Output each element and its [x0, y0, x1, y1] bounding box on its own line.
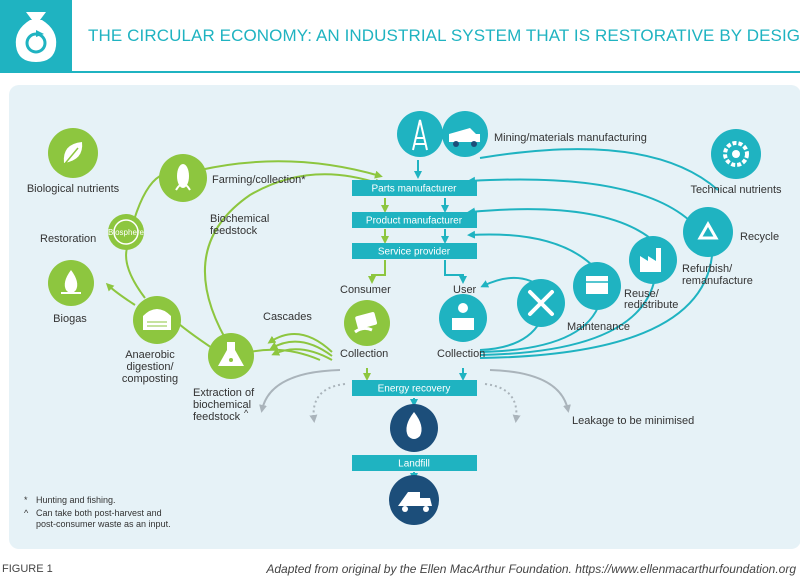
arc-anaerobic-to-biogas	[105, 282, 136, 306]
stage-bars: Parts manufacturer Product manufacturer …	[352, 180, 477, 471]
biological-nutrients-label: Biological nutrients	[27, 183, 120, 195]
factory-icon	[629, 236, 677, 284]
mining-label: Mining/materials manufacturing	[494, 132, 647, 144]
loop-reuse-bottom	[479, 301, 601, 353]
loop-maintenance-bottom	[479, 321, 541, 351]
footnote-1-mark: *	[24, 495, 28, 505]
refurbish-label-2: remanufacture	[682, 275, 753, 287]
refurbish-label-1: Refurbish/	[682, 263, 733, 275]
mining-rig-icon	[397, 111, 443, 157]
leaf-icon	[48, 128, 98, 178]
arc-feedstock-to-parts	[203, 173, 383, 351]
arrow-service-to-consumer	[368, 260, 386, 284]
energy-recovery-bar	[352, 380, 477, 396]
extraction-label-1: Extraction of	[193, 387, 255, 399]
feedstock-label-2: feedstock	[210, 225, 258, 237]
consumer-label: Consumer	[340, 284, 391, 296]
gear-icon	[711, 129, 761, 179]
biological-cycle	[105, 160, 389, 381]
arc-farming-to-parts	[199, 160, 383, 179]
loop-recycle-bottom	[479, 255, 713, 359]
header: THE CIRCULAR ECONOMY: AN INDUSTRIAL SYST…	[0, 0, 800, 73]
cascade-2	[269, 340, 333, 357]
extraction-mark: ^	[244, 408, 249, 418]
feedstock-label-1: Biochemical	[210, 213, 269, 225]
recycle-icon	[683, 207, 733, 257]
recycle-label: Recycle	[740, 231, 779, 243]
figure-label: FIGURE 1	[2, 563, 53, 575]
reuse-label-1: Reuse/	[624, 288, 660, 300]
restoration-label: Restoration	[40, 233, 96, 245]
anaerobic-label-2: digestion/	[126, 361, 174, 373]
tools-icon	[517, 279, 565, 327]
arc-reuse	[467, 230, 598, 271]
farming-label: Farming/collection*	[212, 174, 306, 186]
arc-biosphere-to-farming	[133, 175, 161, 221]
user-label: User	[453, 284, 477, 296]
landfill-label: Landfill	[398, 459, 430, 470]
credit-card-icon	[344, 300, 390, 346]
technical-nutrients-label: Technical nutrients	[690, 184, 782, 196]
maintenance-label: Maintenance	[567, 321, 630, 333]
footnote-2-line-2: post-consumer waste as an input.	[36, 519, 171, 529]
extraction-label-3: feedstock	[193, 411, 241, 423]
collection-left-label: Collection	[340, 348, 388, 360]
landfill-bar	[352, 455, 477, 471]
cascade-3	[271, 348, 333, 361]
cascade-1	[267, 333, 333, 353]
corn-icon	[159, 154, 207, 202]
product-manufacturer-label: Product manufacturer	[366, 216, 463, 227]
service-provider-label: Service provider	[378, 247, 451, 258]
energy-recovery-label: Energy recovery	[378, 384, 451, 395]
flame-energy-icon	[390, 404, 438, 452]
flame-biogas-icon	[48, 260, 94, 306]
parts-manufacturer-bar	[352, 180, 477, 196]
parts-manufacturer-label: Parts manufacturer	[371, 184, 457, 195]
labels: Biological nutrients Farming/collection*…	[24, 132, 782, 529]
cascades-label: Cascades	[263, 311, 312, 323]
biogas-label: Biogas	[53, 313, 87, 325]
dump-truck-icon	[442, 111, 488, 157]
biosphere-icon: Biosphere	[108, 214, 145, 250]
laptop-user-icon	[439, 294, 487, 342]
anaerobic-label-3: composting	[122, 373, 178, 385]
leakage-big-right	[489, 369, 571, 413]
leakage-dotted-left	[309, 383, 346, 423]
reuse-label-2: redistribute	[624, 299, 678, 311]
footnote-2-line-1: Can take both post-harvest and	[36, 508, 162, 518]
extraction-label-2: biochemical	[193, 399, 251, 411]
leakage-big-left	[259, 369, 341, 413]
landfill-truck-icon	[389, 475, 439, 525]
biosphere-label: Biosphere	[108, 228, 145, 237]
arc-refurbish	[467, 207, 651, 239]
product-manufacturer-bar	[352, 212, 477, 228]
page-title: THE CIRCULAR ECONOMY: AN INDUSTRIAL SYST…	[88, 26, 800, 45]
arrow-service-to-user	[444, 260, 467, 284]
box-icon	[573, 262, 621, 310]
technical-cycle	[414, 148, 719, 381]
recycle-bag-icon	[15, 12, 57, 62]
source-credit: Adapted from original by the Ellen MacAr…	[266, 562, 796, 576]
leakage-label: Leakage to be minimised	[572, 415, 694, 427]
loop-refurbish-bottom	[479, 277, 656, 356]
leakage-arcs	[259, 369, 571, 481]
digester-icon	[133, 296, 181, 344]
leakage-dotted-right	[484, 383, 521, 423]
arc-anaerobic-to-biosphere	[125, 244, 146, 299]
collection-right-label: Collection	[437, 348, 485, 360]
anaerobic-label-1: Anaerobic	[125, 349, 175, 361]
arc-technical-nutrients	[479, 148, 719, 191]
flask-icon	[208, 333, 254, 379]
footnote-1: Hunting and fishing.	[36, 495, 116, 505]
footnote-2-mark: ^	[24, 508, 29, 518]
logo	[0, 0, 72, 73]
service-provider-bar	[352, 243, 477, 259]
